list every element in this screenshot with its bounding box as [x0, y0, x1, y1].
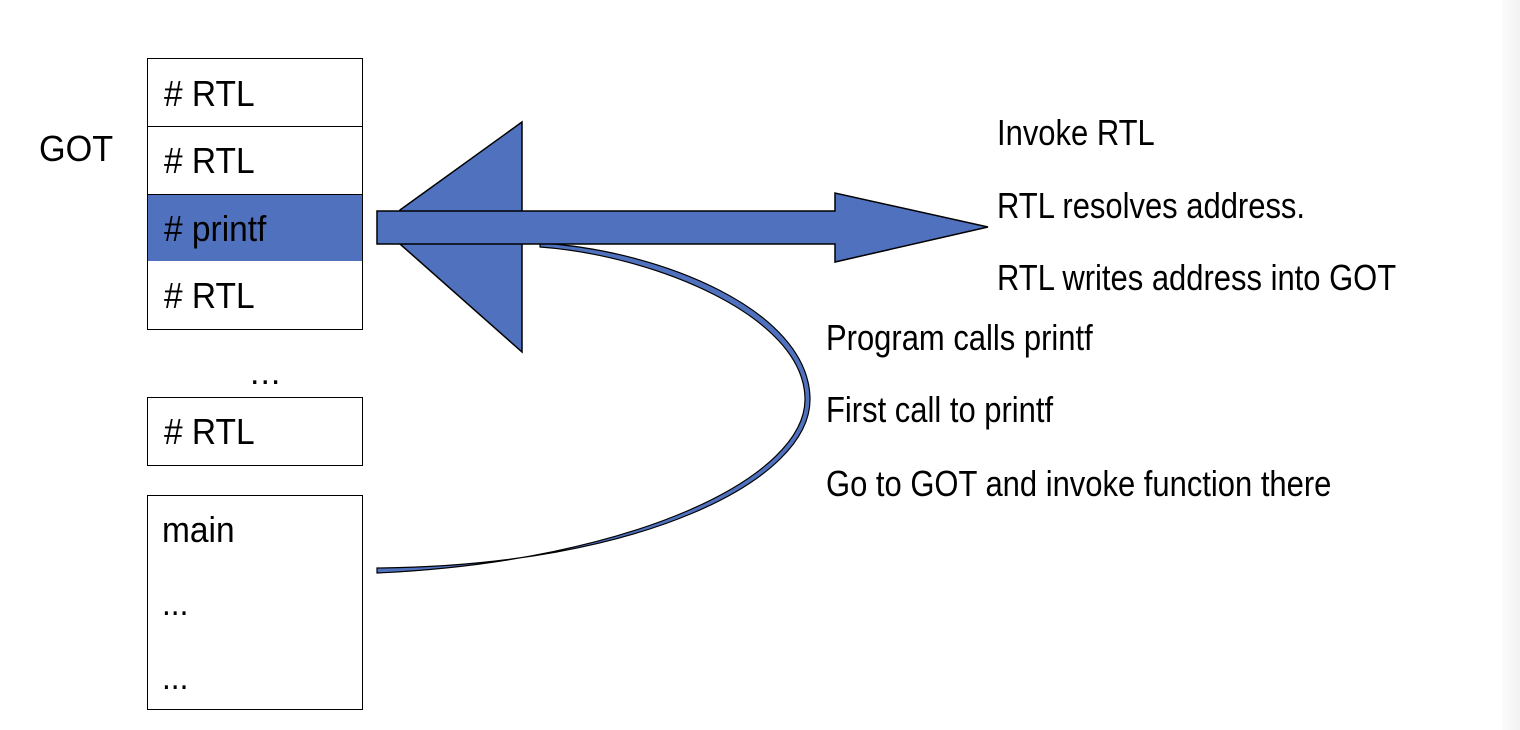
got-entry-text: # RTL: [164, 140, 255, 181]
step-invoke-rtl: Invoke RTL: [997, 112, 1155, 153]
step-go-to-got: Go to GOT and invoke function there: [826, 463, 1332, 504]
page-edge: [1502, 0, 1520, 730]
got-entry-0: # RTL: [147, 58, 363, 127]
code-line-ellipsis: ...: [162, 585, 189, 623]
curved-call-arrow: [376, 242, 811, 574]
got-entry-1: # RTL: [147, 126, 363, 195]
step-rtl-resolves: RTL resolves address.: [997, 185, 1306, 226]
got-ellipsis: ...: [250, 354, 282, 392]
right-block-arrow: [376, 192, 989, 263]
got-entry-text: # RTL: [164, 73, 255, 114]
got-entry-last: # RTL: [147, 397, 363, 466]
step-rtl-writes: RTL writes address into GOT: [997, 257, 1397, 298]
got-entry-text: # printf: [164, 208, 267, 249]
step-first-call: First call to printf: [826, 389, 1054, 430]
code-block-main: main ... ...: [147, 495, 363, 710]
got-entry-text: # RTL: [164, 275, 255, 316]
got-label: GOT: [39, 128, 114, 169]
got-entry-3: # RTL: [147, 261, 363, 330]
code-line-ellipsis: ...: [162, 659, 189, 697]
step-program-calls: Program calls printf: [826, 317, 1093, 358]
got-entry-text: # RTL: [164, 411, 255, 452]
code-line-main: main: [162, 509, 235, 550]
